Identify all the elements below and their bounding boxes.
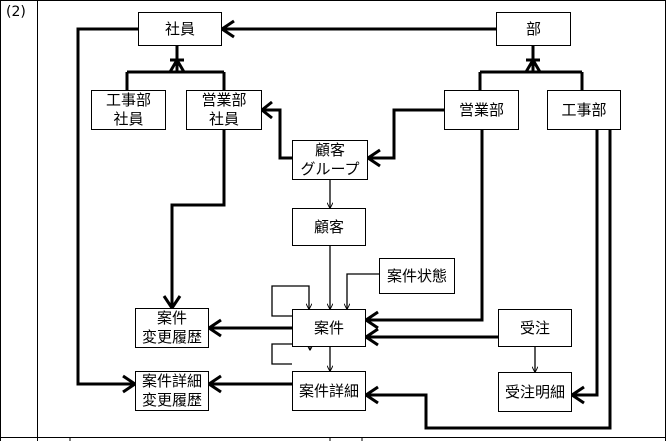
- entity-kokyaku: 顧客: [292, 208, 366, 246]
- line-bu-subtype: [478, 46, 584, 90]
- line-eigyobu-anken: [363, 130, 484, 330]
- entity-eigyobu-shain: 営業部 社員: [186, 90, 262, 130]
- entity-juchu: 受注: [498, 309, 572, 347]
- entity-anken-henkou: 案件 変更履歴: [135, 308, 209, 348]
- entity-anken-shosai: 案件詳細: [292, 371, 366, 411]
- entity-shain: 社員: [138, 12, 222, 46]
- entity-juchu-meisai: 受注明細: [498, 372, 572, 412]
- line-anken-self-upper: [271, 285, 309, 317]
- line-shain-shosai-henkou: [76, 27, 138, 394]
- line-kojibu-meisai: [569, 130, 599, 405]
- line-kojibu-shosai: [363, 130, 612, 430]
- entity-kokyaku-group: 顧客 グループ: [292, 140, 368, 180]
- line-eigyobu-group: [365, 108, 444, 168]
- line-shosai-shosai-henkou: [206, 374, 292, 394]
- entity-bu: 部: [496, 12, 571, 46]
- line-group-eigyobu-shain: [259, 100, 292, 160]
- entity-eigyobu: 営業部: [444, 90, 519, 130]
- entity-anken: 案件: [292, 309, 366, 347]
- row-label: (2): [6, 4, 26, 20]
- entity-kojibu-shain: 工事部 社員: [91, 90, 166, 130]
- line-juchu-anken: [363, 327, 498, 347]
- line-shosai-self: [271, 343, 310, 365]
- entity-anken-shosai-henkou: 案件詳細 変更履歴: [135, 371, 209, 411]
- entity-anken-jotai: 案件状態: [379, 258, 455, 294]
- line-anken-henkou: [206, 318, 292, 338]
- line-eigyobu-shain-henkou: [162, 130, 226, 311]
- line-bu-shain: [219, 19, 496, 39]
- line-shain-subtype: [125, 46, 226, 90]
- line-jotai-anken: [347, 273, 379, 309]
- entity-kojibu: 工事部: [547, 90, 621, 130]
